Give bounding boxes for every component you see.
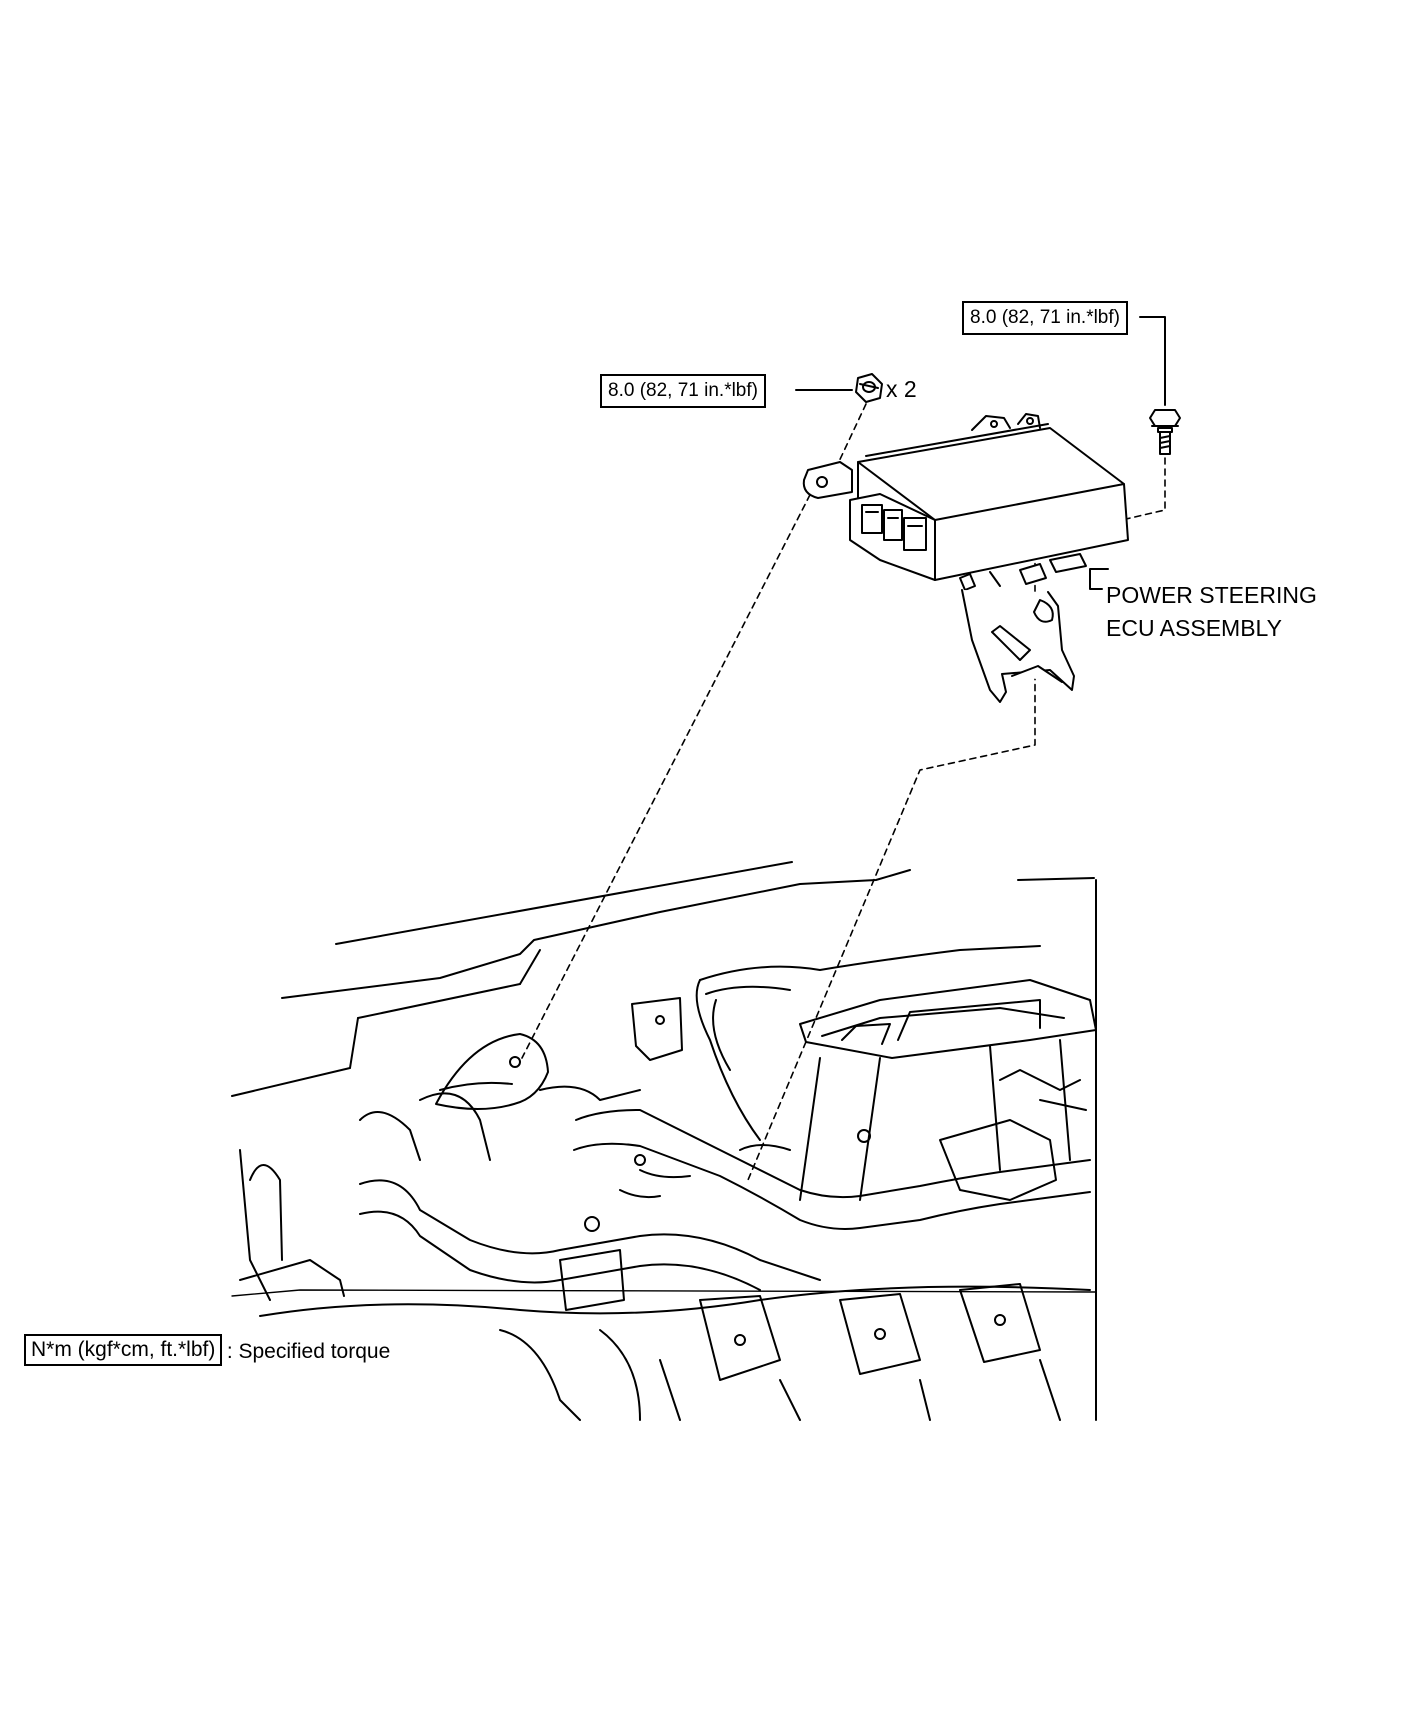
part-name-line2: ECU ASSEMBLY [1106,615,1282,641]
nut-icon [855,373,883,403]
part-name-line1: POWER STEERING [1106,582,1317,608]
bolt-icon [1149,409,1181,455]
legend-unit-box: N*m (kgf*cm, ft.*lbf) [24,1334,223,1366]
legend-description: : Specified torque [226,1339,391,1363]
legend: N*m (kgf*cm, ft.*lbf) : Specified torque [24,1334,390,1366]
leader-lines [795,316,1166,590]
ecu-assembly [802,413,1129,703]
torque-callout-bolt: 8.0 (82, 71 in.*lbf) [962,301,1128,335]
nut-quantity-label: x 2 [886,376,917,402]
vehicle-body [231,861,1097,1421]
torque-callout-nut: 8.0 (82, 71 in.*lbf) [600,374,766,408]
